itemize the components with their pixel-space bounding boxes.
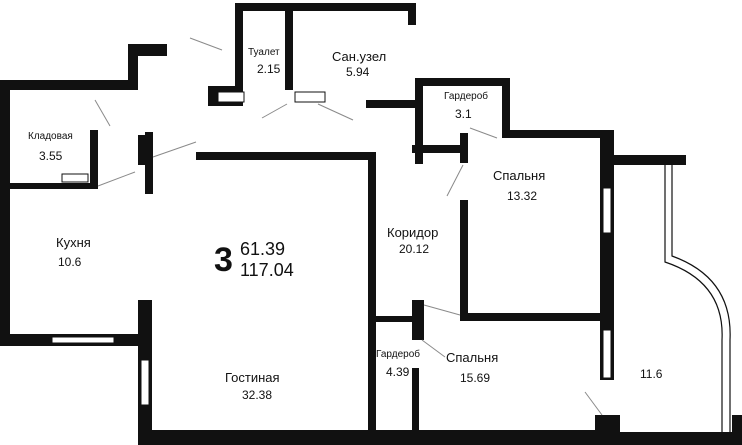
wall [285,10,293,90]
door-line [261,103,288,119]
door-line [94,99,111,127]
wall [600,155,686,165]
room-name-wardrobe-bottom: Гардероб [376,349,420,360]
wall [235,3,415,11]
balcony-curve [671,165,731,432]
walls [0,3,742,445]
living-area-value: 61.39 [240,239,286,259]
rooms-count: 3 [214,241,233,279]
wall [460,313,605,321]
wall [128,44,138,90]
balcony-curve [664,165,723,432]
room-name-wardrobe-top: Гардероб [444,91,488,102]
room-name-bathroom: Сан.узел [332,49,387,64]
door-line [446,164,464,197]
wall [415,78,510,86]
wall [196,152,376,160]
wall [732,415,742,445]
room-area-corridor: 20.12 [399,242,430,256]
door-line [189,37,223,51]
wall [408,3,416,25]
total-area-value: 117.04 [240,260,294,280]
wall [460,133,468,163]
room-area-bedroom-bottom: 15.69 [460,371,491,385]
wall [0,80,10,345]
room-name-corridor: Коридор [387,225,439,240]
fixtures [61,91,326,183]
wall [0,130,10,160]
room-name-pantry: Кладовая [28,131,73,142]
wall [145,132,153,194]
door-line [152,141,197,158]
room-name-kitchen: Кухня [56,235,91,250]
wall [595,415,620,445]
bathtub-fixture [294,91,326,103]
wall [620,432,742,445]
room-area-living-room: 32.38 [242,388,273,402]
shelf-fixture [61,173,89,183]
windows [51,187,612,406]
wall [376,316,421,322]
door-line [423,304,461,316]
wall [0,80,138,90]
window [602,329,612,379]
wall [502,130,607,138]
wall [90,130,98,185]
wall [415,78,423,164]
room-area-wardrobe-top: 3.1 [455,107,472,121]
room-area-toilet: 2.15 [257,62,281,76]
sink-fixture [217,91,245,103]
door-line [584,391,603,416]
wall [412,300,424,340]
balcony-outline [664,165,731,432]
door-line [97,171,136,187]
room-area-bedroom-top: 13.32 [507,189,538,203]
room-area-wardrobe-bottom: 4.39 [386,365,410,379]
door-lines [94,37,603,416]
wall [366,100,418,108]
wall [10,183,98,189]
window [51,336,115,344]
room-name-toilet: Туалет [248,47,280,58]
room-area-kitchen: 10.6 [58,255,82,269]
room-name-bedroom-top: Спальня [493,168,546,183]
wall [135,44,167,56]
room-area-pantry: 3.55 [39,149,63,163]
window [602,187,612,234]
wall [138,135,146,165]
room-name-bedroom-bottom: Спальня [446,350,499,365]
wall [412,145,462,153]
wall [502,78,510,138]
wall [412,368,419,445]
wall [368,152,376,445]
door-line [469,127,498,139]
window [140,359,150,406]
door-line [421,339,446,358]
wall [235,3,243,106]
wall [460,200,468,320]
room-area-bathroom: 5.94 [346,65,370,79]
room-name-living-room: Гостиная [225,370,280,385]
room-area-balcony: 11.6 [640,367,663,381]
door-line [317,103,354,121]
